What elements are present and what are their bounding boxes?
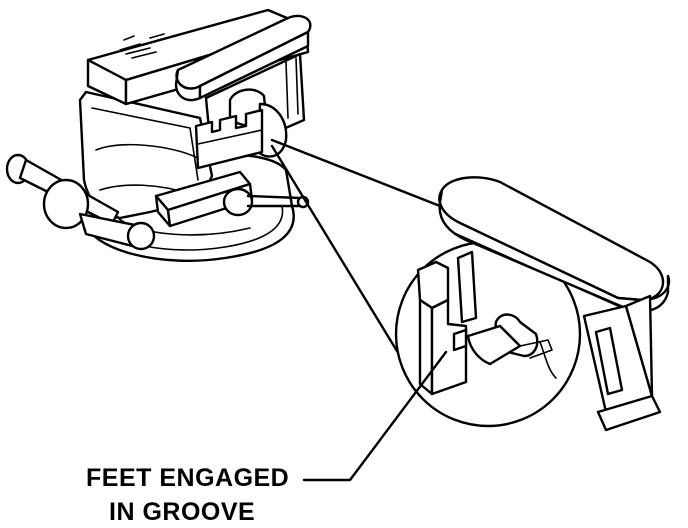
- detail-bench-slab: [438, 176, 671, 313]
- detail-jaw-post: [416, 250, 478, 396]
- detail-rear-post: [582, 294, 662, 432]
- callout-label-line-1: FEET ENGAGED: [86, 464, 290, 492]
- detail-foot: [466, 313, 557, 379]
- anvil: [174, 14, 312, 102]
- swivel-lock-pin: [222, 187, 310, 217]
- front-jaw: [194, 108, 264, 170]
- bench-vise: [5, 8, 312, 262]
- callout-label-line-2: IN GROOVE: [109, 498, 256, 526]
- detail-view: [394, 176, 671, 432]
- vise-handle: [5, 153, 156, 251]
- callout-leader: [302, 350, 448, 482]
